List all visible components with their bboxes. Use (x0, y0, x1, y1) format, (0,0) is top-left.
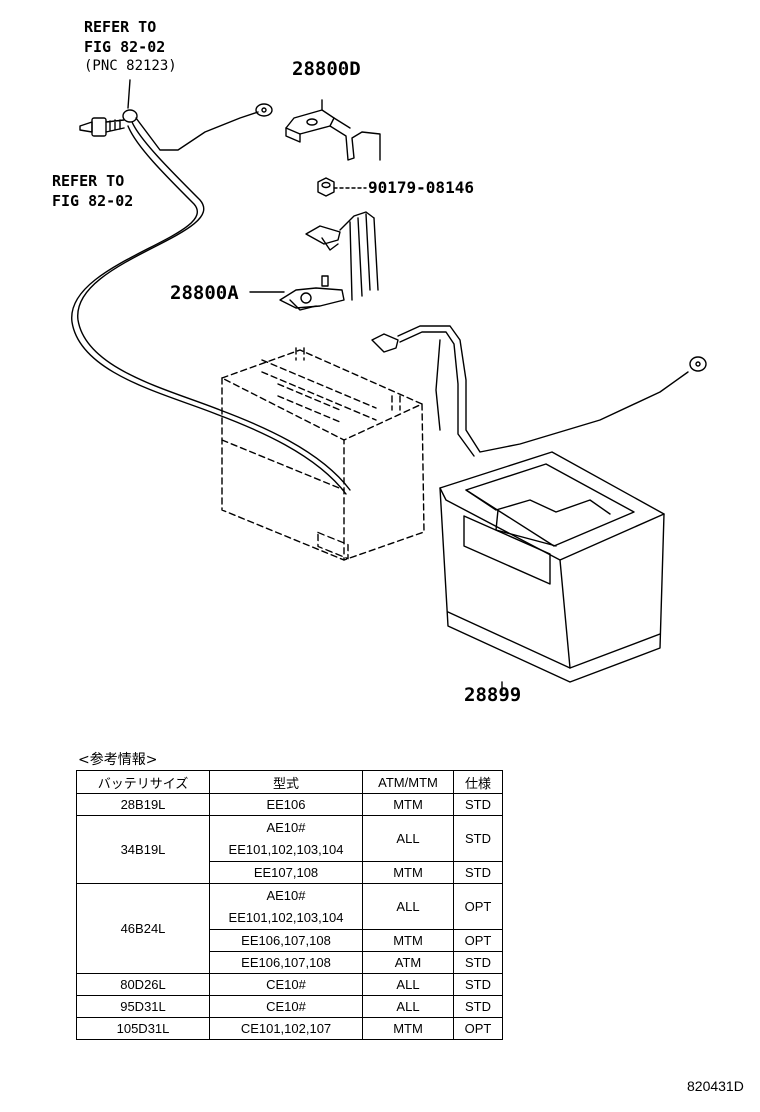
positive-cable (371, 325, 707, 457)
table-row: 95D31L CE10# ALL STD (76, 995, 503, 1018)
cell-size: 105D31L (76, 1017, 210, 1040)
terminal-clamp-28800A (249, 275, 345, 311)
cell-model: CE10# (209, 973, 363, 996)
refer-left-line1: REFER TO (52, 172, 125, 190)
cell-trans: MTM (362, 929, 454, 952)
cell-size: 34B19L (76, 815, 210, 884)
table-row: EE106,107,108 ATM STD (77, 951, 503, 974)
header-spec: 仕様 (453, 770, 503, 794)
part-number-28899: 28899 (464, 684, 522, 706)
cell-trans: ALL (362, 995, 454, 1018)
cell-spec: STD (453, 995, 503, 1018)
cell-trans: MTM (362, 861, 454, 884)
cell-model: EE106 (209, 793, 363, 816)
cell-model: CE10# (209, 995, 363, 1018)
table-row: 80D26L CE10# ALL STD (76, 973, 503, 996)
positive-connector (305, 211, 379, 301)
refer-top-line3: (PNC 82123) (84, 58, 177, 74)
cell-model: EE106,107,108 (209, 929, 363, 952)
cell-trans: ALL (362, 883, 454, 930)
table-row: 28B19L EE106 MTM STD (76, 793, 503, 816)
cell-model: CE101,102,107 (209, 1017, 363, 1040)
document-code: 820431D (687, 1078, 744, 1094)
parts-diagram (71, 79, 707, 693)
refer-left-line2: FIG 82-02 (52, 192, 134, 210)
part-number-90179-08146: 90179-08146 (368, 178, 474, 197)
cell-spec: OPT (453, 883, 503, 930)
cell-model: AE10# EE101,102,103,104 (209, 815, 363, 862)
battery-tray-28899 (439, 451, 665, 693)
header-battery-size: バッテリサイズ (76, 770, 210, 794)
reference-title: <参考情報> (78, 752, 158, 768)
refer-top-line2: FIG 82-02 (84, 38, 166, 56)
cell-model: EE107,108 (209, 861, 363, 884)
cell-trans: ALL (362, 973, 454, 996)
cell-spec: STD (453, 861, 503, 884)
cell-spec: OPT (453, 929, 503, 952)
cell-model: EE106,107,108 (209, 951, 363, 974)
table-row: EE106,107,108 MTM OPT (77, 929, 503, 952)
cell-spec: STD (453, 973, 503, 996)
cell-size: 28B19L (76, 793, 210, 816)
bolt-icon (79, 117, 125, 137)
cell-trans: MTM (362, 1017, 454, 1040)
cell-size: 80D26L (76, 973, 210, 996)
table-row: 46B24L AE10# EE101,102,103,104 ALL OPT (76, 883, 503, 974)
part-number-28800D: 28800D (292, 58, 361, 80)
part-number-28800A: 28800A (170, 282, 239, 304)
ground-strap (122, 103, 273, 151)
cell-spec: STD (453, 793, 503, 816)
refer-top-line1: REFER TO (84, 18, 157, 36)
bracket-28800D (285, 99, 381, 161)
battery (221, 347, 425, 561)
cell-spec: STD (453, 815, 503, 862)
cell-model: AE10# EE101,102,103,104 (209, 883, 363, 930)
nut-icon (317, 177, 367, 197)
negative-cable (77, 121, 351, 491)
table-row: 105D31L CE101,102,107 MTM OPT (76, 1017, 503, 1040)
leader-refer-top (127, 79, 131, 109)
cell-size: 95D31L (76, 995, 210, 1018)
cell-trans: ALL (362, 815, 454, 862)
table-header-row: バッテリサイズ 型式 ATM/MTM 仕様 (76, 770, 503, 794)
header-transmission: ATM/MTM (362, 770, 454, 794)
reference-table: バッテリサイズ 型式 ATM/MTM 仕様 28B19L EE106 MTM S… (76, 770, 503, 1040)
cell-spec: OPT (453, 1017, 503, 1040)
cell-size: 46B24L (76, 883, 210, 974)
cell-trans: ATM (362, 951, 454, 974)
cell-trans: MTM (362, 793, 454, 816)
cell-spec: STD (453, 951, 503, 974)
header-model: 型式 (209, 770, 363, 794)
table-row: 34B19L AE10# EE101,102,103,104 ALL STD (76, 815, 503, 884)
